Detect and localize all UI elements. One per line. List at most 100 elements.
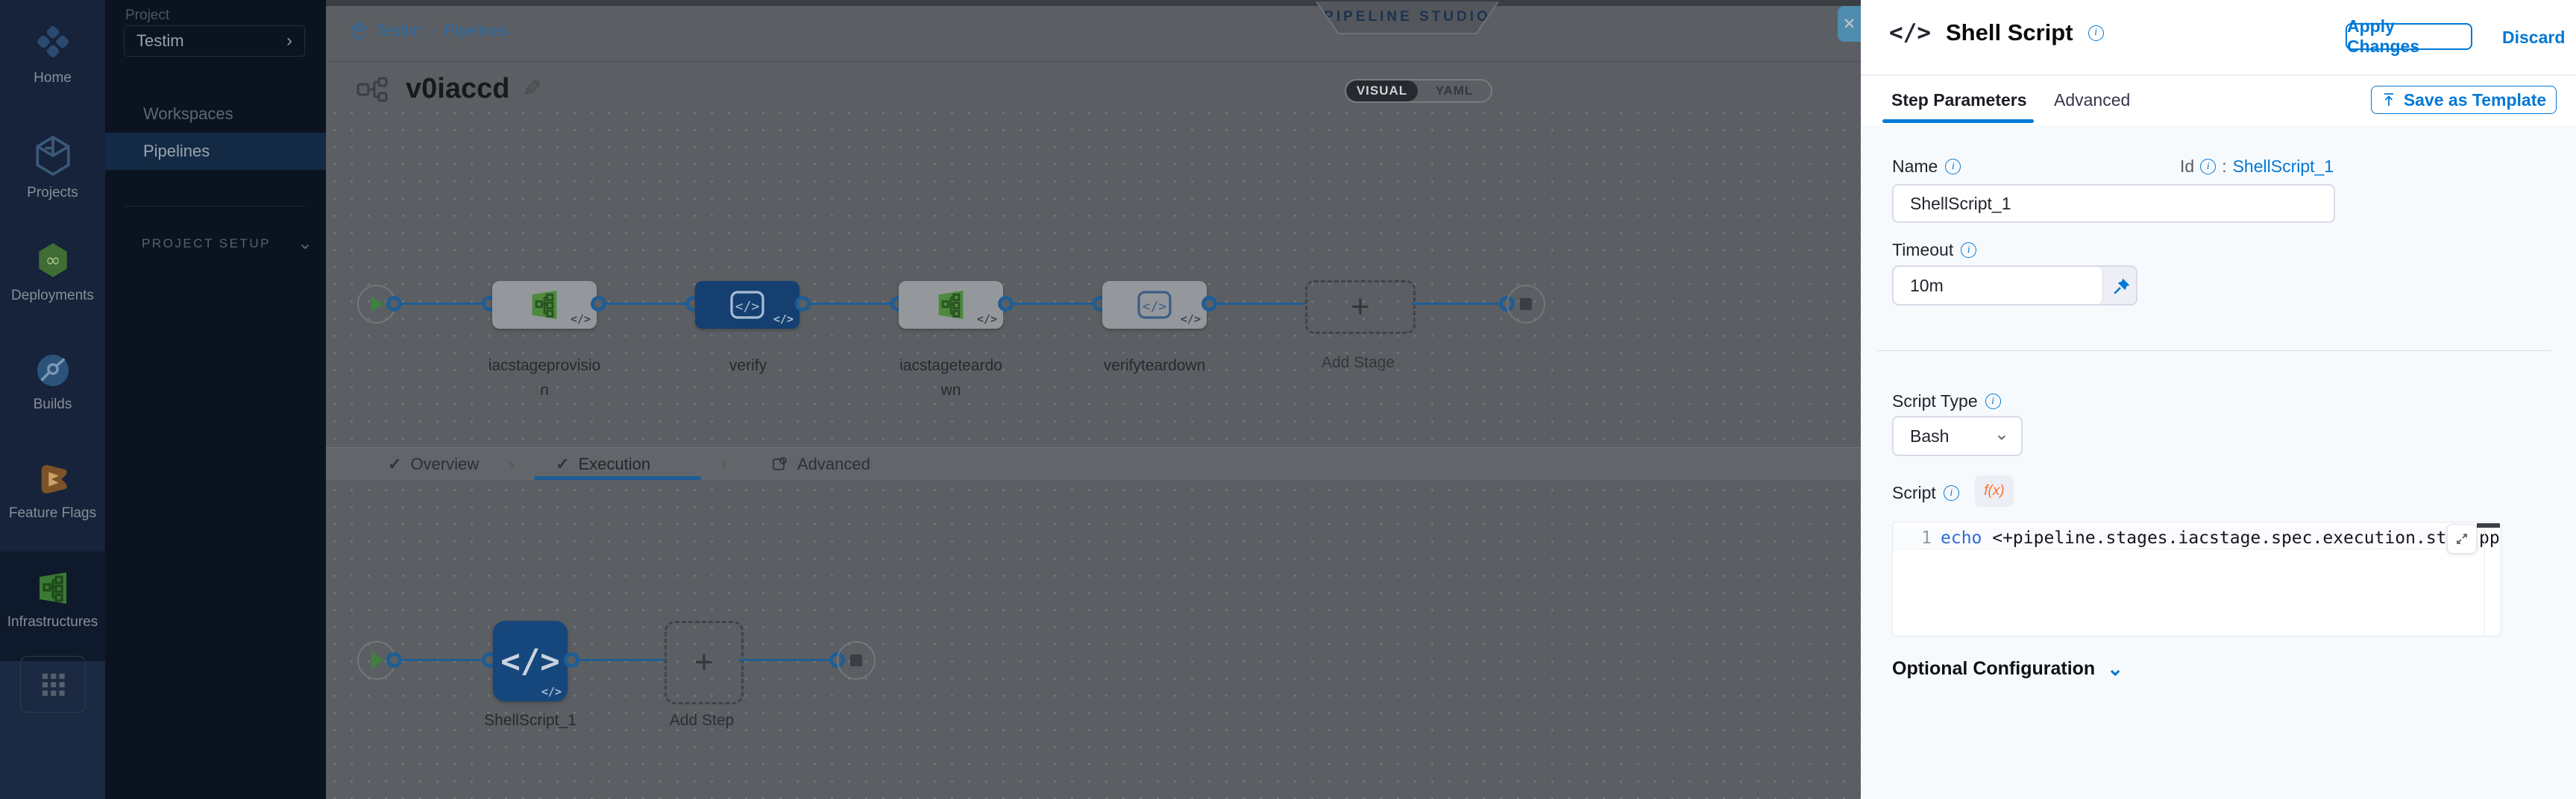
port <box>386 296 402 312</box>
breadcrumb-project[interactable]: Testim <box>376 22 421 40</box>
tab-execution[interactable]: ✓ Execution <box>556 455 651 473</box>
projects-cube-icon <box>35 135 70 177</box>
stage-card-iacstageprovision[interactable]: </> <box>492 281 597 329</box>
project-selector-value: Testim <box>136 31 184 50</box>
info-icon[interactable]: i <box>1961 242 1977 258</box>
port <box>1201 296 1217 312</box>
stage-card-iacstageteardown[interactable]: </> <box>899 281 1003 329</box>
pin-icon[interactable] <box>2112 277 2132 296</box>
tab-step-parameters[interactable]: Step Parameters <box>1891 90 2027 110</box>
add-stage-button[interactable]: + <box>1305 280 1416 334</box>
code-clipped-fragment: ppl <box>2479 528 2501 548</box>
port <box>998 296 1014 312</box>
shell-script-icon: </> <box>1889 19 1931 46</box>
infrastructures-icon <box>39 572 66 604</box>
project-section-label: Project <box>125 7 170 23</box>
name-input[interactable]: ShellScript_1 <box>1892 184 2335 223</box>
stage-card-verify[interactable]: </> </> <box>695 281 799 329</box>
script-type-select[interactable]: Bash ⌄ <box>1892 416 2023 456</box>
sidebar-item-deployments[interactable]: ∞ Deployments <box>0 241 105 304</box>
edit-pencil-icon[interactable]: ✎ <box>523 77 542 101</box>
stop-icon <box>1520 298 1532 310</box>
info-icon[interactable]: i <box>1943 485 1959 501</box>
connector <box>603 303 691 305</box>
app-grid-button[interactable] <box>20 656 86 713</box>
port <box>591 296 606 312</box>
sidebar-item-workspaces[interactable]: Workspaces <box>143 104 233 123</box>
sidebar-item-home[interactable]: Home <box>0 22 105 86</box>
info-icon[interactable]: i <box>2200 159 2217 174</box>
code-badge: </> <box>1180 312 1201 326</box>
code-keyword: echo <box>1941 528 1982 548</box>
project-setup-toggle[interactable]: PROJECT SETUP ⌄ <box>142 233 312 254</box>
breadcrumb-separator: › <box>516 22 522 40</box>
feature-flags-icon <box>41 464 67 494</box>
breadcrumb-pipelines[interactable]: Pipelines <box>444 22 508 40</box>
custom-stage-icon: </> <box>1137 291 1172 319</box>
tab-overview[interactable]: ✓ Overview <box>388 455 480 473</box>
harness-logo-icon <box>37 26 69 57</box>
toggle-visual[interactable]: VISUAL <box>1346 80 1418 101</box>
nav-highlight-block <box>0 552 105 661</box>
svg-text:∞: ∞ <box>45 249 60 271</box>
tab-advanced[interactable]: Advanced <box>772 455 870 474</box>
discard-button[interactable]: Discard <box>2502 28 2566 47</box>
play-icon <box>371 296 384 312</box>
optional-configuration-label: Optional Configuration <box>1892 658 2096 679</box>
sidebar-item-builds[interactable]: Builds <box>0 353 105 413</box>
svg-text:</>: </> <box>1143 299 1167 315</box>
expression-fx-button[interactable]: f(x) <box>1975 476 2014 507</box>
code-badge: </> <box>570 312 591 326</box>
sidebar-item-projects[interactable]: Projects <box>0 135 105 201</box>
tab-separator: › <box>509 455 515 473</box>
nav-label: Projects <box>27 185 78 200</box>
upload-icon <box>2384 93 2393 106</box>
stage-tabs: ✓ Overview › ✓ Execution › Advanced <box>326 447 1861 480</box>
info-icon[interactable]: i <box>1945 159 1961 174</box>
stage-end-node <box>1507 285 1545 323</box>
drawer-close-button[interactable]: ✕ <box>1838 6 1861 42</box>
stage-card-verifyteardown[interactable]: </> </> <box>1102 281 1207 329</box>
apply-changes-button[interactable]: Apply Changes <box>2346 16 2472 56</box>
chevron-right-icon: › <box>286 31 292 51</box>
id-field: Id i : ShellScript_1 <box>2180 157 2334 177</box>
sidebar-item-feature-flags[interactable]: Feature Flags <box>0 462 105 522</box>
scrollbar-thumb[interactable] <box>2477 523 2500 528</box>
sidebar-item-infrastructures[interactable]: Infrastructures <box>0 571 105 631</box>
check-icon: ✓ <box>388 455 402 473</box>
pipeline-name: v0iaccd <box>406 73 510 104</box>
info-icon[interactable]: i <box>2087 25 2104 41</box>
iac-stage-icon <box>938 290 964 320</box>
advanced-settings-icon <box>773 457 787 470</box>
timeout-input[interactable]: 10m <box>1894 267 2103 304</box>
id-value-link[interactable]: ShellScript_1 <box>2232 157 2334 176</box>
expand-editor-button[interactable] <box>2447 524 2477 554</box>
chevron-down-icon: ⌄ <box>1994 424 2009 444</box>
check-icon: ✓ <box>556 455 570 473</box>
info-icon[interactable]: i <box>1985 394 2001 409</box>
nav-label: Infrastructures <box>7 614 98 630</box>
drawer-title: Shell Script <box>1946 19 2073 45</box>
sidebar-item-label: Pipelines <box>143 142 210 160</box>
tab-advanced[interactable]: Advanced <box>2054 90 2131 110</box>
divider <box>1877 350 2551 351</box>
sidebar-item-pipelines[interactable]: Pipelines <box>105 133 326 170</box>
add-stage-label: Add Stage <box>1321 354 1395 371</box>
save-as-template-button[interactable]: Save as Template <box>2371 86 2557 114</box>
optional-configuration-toggle[interactable]: Optional Configuration ⌄ <box>1892 657 2123 680</box>
header-divider <box>326 61 1861 62</box>
script-code-editor[interactable]: 1 echo <+pipeline.stages.iacstage.spec.e… <box>1892 522 2501 637</box>
line-number: 1 <box>1921 528 1932 548</box>
project-selector[interactable]: Testim › <box>124 25 305 57</box>
toggle-yaml[interactable]: YAML <box>1435 83 1474 98</box>
drawer-header: </> Shell Script i <box>1889 19 2104 46</box>
studio-badge-border: PIPELINE STUDIO <box>1316 1 1499 34</box>
expand-icon <box>2457 534 2467 544</box>
code-badge: </> <box>773 312 794 326</box>
tab-separator: › <box>721 455 727 473</box>
